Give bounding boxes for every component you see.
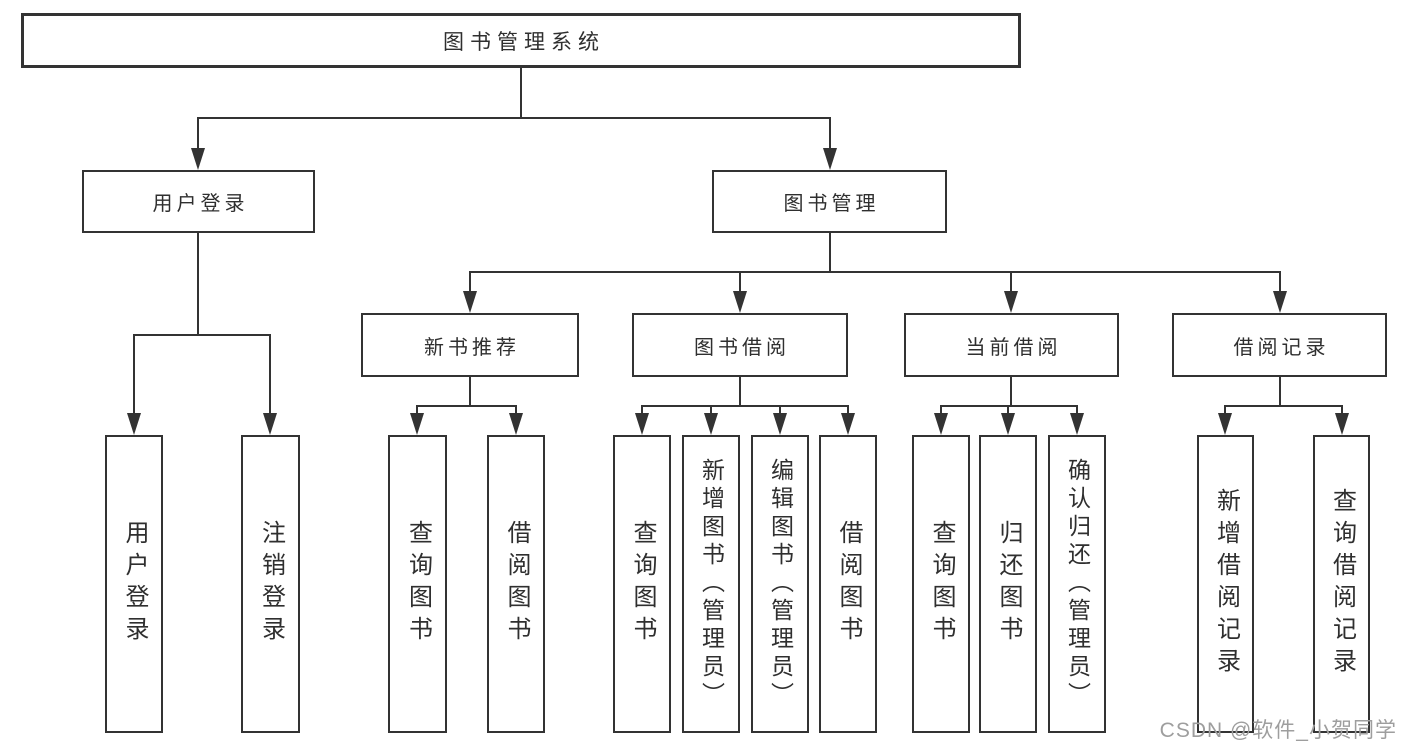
- leaf-query-books-current: 查询图书: [912, 435, 970, 733]
- leaf-add-books-admin: 新增图书（管理员）: [682, 435, 740, 733]
- leaf-add-books-admin-label: 新增图书（管理员）: [698, 458, 725, 710]
- node-new-book-recommend-label: 新书推荐: [424, 336, 520, 359]
- leaf-return-books-label: 归还图书: [995, 520, 1022, 648]
- node-book-borrow: 图书借阅: [632, 313, 848, 377]
- leaf-add-borrow-record-label: 新增借阅记录: [1212, 488, 1240, 680]
- node-borrow-records: 借阅记录: [1172, 313, 1387, 377]
- leaf-query-borrow-record: 查询借阅记录: [1313, 435, 1370, 733]
- leaf-user-login-label: 用户登录: [121, 520, 148, 648]
- node-user-login: 用户登录: [82, 170, 315, 233]
- leaf-confirm-return-admin-label: 确认归还（管理员）: [1064, 458, 1091, 710]
- node-current-borrow: 当前借阅: [904, 313, 1119, 377]
- node-library-system: 图书管理系统: [21, 13, 1021, 68]
- leaf-edit-books-admin: 编辑图书（管理员）: [751, 435, 809, 733]
- leaf-borrow-books-recommend: 借阅图书: [487, 435, 545, 733]
- leaf-logout: 注销登录: [241, 435, 300, 733]
- leaf-add-borrow-record: 新增借阅记录: [1197, 435, 1254, 733]
- leaf-borrow-books: 借阅图书: [819, 435, 877, 733]
- node-current-borrow-label: 当前借阅: [965, 336, 1062, 359]
- leaf-user-login: 用户登录: [105, 435, 163, 733]
- node-book-borrow-label: 图书借阅: [694, 336, 790, 359]
- leaf-confirm-return-admin: 确认归还（管理员）: [1048, 435, 1106, 733]
- leaf-return-books: 归还图书: [979, 435, 1037, 733]
- node-new-book-recommend: 新书推荐: [361, 313, 579, 377]
- leaf-borrow-books-recommend-label: 借阅图书: [503, 520, 530, 648]
- leaf-logout-label: 注销登录: [257, 520, 285, 648]
- leaf-query-borrow-record-label: 查询借阅记录: [1328, 488, 1356, 680]
- node-borrow-records-label: 借阅记录: [1233, 336, 1330, 359]
- node-user-login-label: 用户登录: [152, 193, 249, 215]
- leaf-query-books-borrow: 查询图书: [613, 435, 671, 733]
- leaf-query-books-recommend: 查询图书: [388, 435, 447, 733]
- leaf-borrow-books-label: 借阅图书: [835, 520, 862, 648]
- node-book-management-label: 图书管理: [783, 193, 880, 215]
- node-book-management: 图书管理: [712, 170, 947, 233]
- leaf-query-books-borrow-label: 查询图书: [629, 520, 656, 648]
- leaf-query-books-recommend-label: 查询图书: [404, 520, 432, 648]
- leaf-query-books-current-label: 查询图书: [928, 520, 955, 648]
- node-library-system-label: 图书管理系统: [443, 30, 605, 54]
- watermark: CSDN @软件_小贺同学: [1159, 719, 1397, 742]
- leaf-edit-books-admin-label: 编辑图书（管理员）: [767, 458, 794, 710]
